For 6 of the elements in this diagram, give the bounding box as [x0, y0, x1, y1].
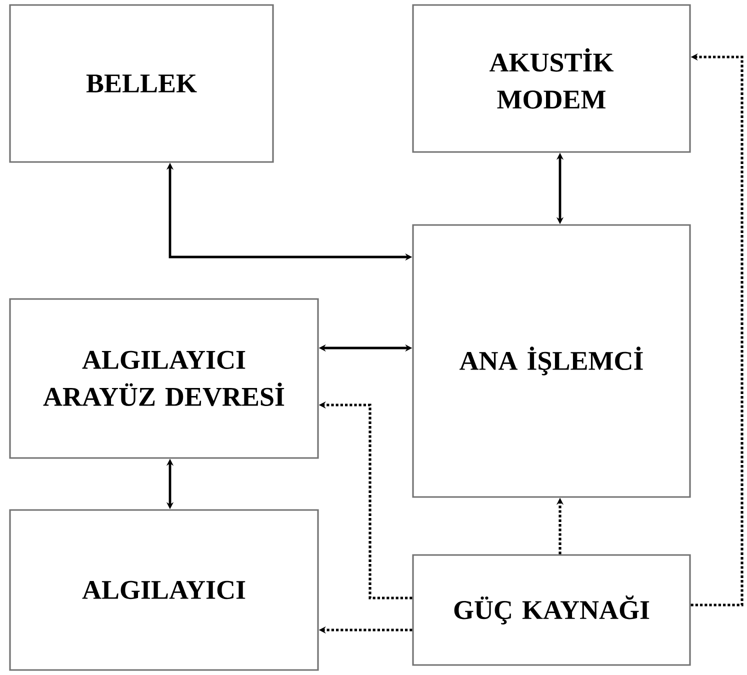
block-box: ALGILAYICI ARAYÜZ DEVRESİ [9, 298, 319, 459]
block-box: AKUSTİK MODEM [412, 4, 691, 153]
block-box: BELLEK [9, 4, 274, 163]
block-box: GÜÇ KAYNAĞI [412, 554, 691, 666]
block-box: ALGILAYICI [9, 509, 319, 671]
block-box: ANA İŞLEMCİ [412, 224, 691, 498]
